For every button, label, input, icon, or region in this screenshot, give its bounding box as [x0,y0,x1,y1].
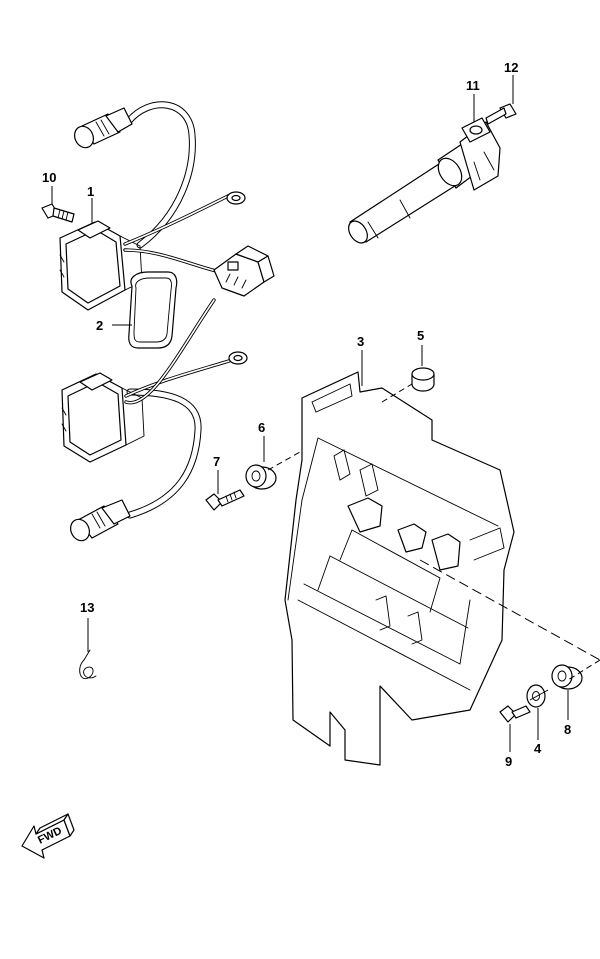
callout-3: 3 [357,334,364,349]
callout-4: 4 [534,741,542,756]
housing [284,371,515,766]
bolt-9 [499,705,531,723]
regulator-upper [59,101,275,311]
callout-8: 8 [564,722,571,737]
callout-5: 5 [417,328,424,343]
gasket [128,271,178,349]
callout-7: 7 [213,454,220,469]
grommet-8 [551,664,583,690]
callout-2: 2 [96,318,103,333]
ignition-coil [348,117,501,244]
callout-9: 9 [505,754,512,769]
callout-1: 1 [87,184,94,199]
ring-terminal-upper [226,191,246,205]
callout-13: 13 [80,600,94,615]
washer-4 [526,684,546,708]
bolt-7 [205,489,245,511]
callout-10: 10 [42,170,56,185]
coupler [213,245,275,297]
connector-boot-upper [74,107,133,149]
grommet-6 [245,464,277,490]
leader-lines [51,75,600,752]
bolt-12 [485,103,517,125]
callout-6: 6 [258,420,265,435]
grommet-5 [411,367,435,392]
callout-12: 12 [504,60,518,75]
fwd-arrow-icon: FWD [21,813,75,859]
callout-11: 11 [466,78,480,93]
connector-boot-lower [70,499,131,542]
regulator-lower [61,298,248,542]
ring-terminal-lower [228,351,248,365]
bolt-10 [41,203,75,223]
callouts: 1 2 3 4 5 6 7 8 9 10 11 12 13 [42,60,571,769]
clip-13 [79,649,97,680]
